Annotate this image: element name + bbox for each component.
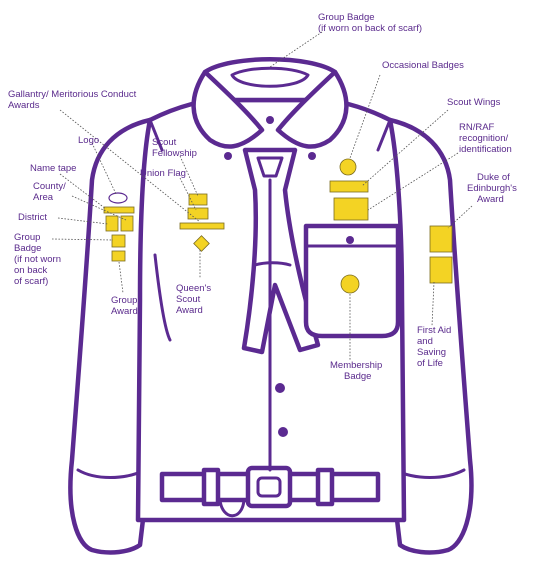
leader-duke bbox=[447, 205, 473, 229]
gallantry-ribbon bbox=[179, 222, 225, 230]
leader-first-aid bbox=[431, 281, 435, 327]
labels: Group Badge (if worn on back of scarf) O… bbox=[8, 12, 520, 382]
belt-loop-right bbox=[315, 467, 335, 507]
left-shoulder-seam bbox=[148, 118, 164, 152]
label-county-area: County/ Area bbox=[33, 181, 68, 203]
label-name-tape: Name tape bbox=[30, 163, 76, 174]
belt-toggle bbox=[218, 498, 246, 518]
label-scout-wings: Scout Wings bbox=[447, 97, 501, 108]
leader-district bbox=[57, 217, 109, 225]
membership-badge bbox=[340, 274, 360, 294]
label-queens-scout: Queen's Scout Award bbox=[176, 283, 214, 316]
queens-scout-badge bbox=[193, 235, 210, 252]
scout-wings-badge bbox=[329, 180, 369, 193]
scout-fellowship-badge bbox=[188, 193, 208, 206]
union-flag-badge bbox=[187, 207, 209, 220]
label-first-aid: First Aid and Saving of Life bbox=[417, 325, 454, 369]
label-district: District bbox=[18, 212, 47, 223]
label-group-badge-back: Group Badge (if worn on back of scarf) bbox=[318, 12, 422, 34]
belt-buckle-inner bbox=[256, 476, 282, 498]
leader-scout-fellowship bbox=[179, 155, 199, 197]
pocket-button bbox=[346, 236, 354, 244]
name-tape-badge bbox=[103, 206, 135, 214]
county-area-badge bbox=[120, 215, 134, 232]
belt-buckle bbox=[245, 465, 293, 509]
leader-group-badge-back bbox=[269, 31, 323, 68]
label-group-award: Group Award bbox=[111, 295, 140, 317]
leader-lines bbox=[51, 31, 473, 360]
leader-group-badge-front bbox=[51, 238, 114, 241]
collar-right bbox=[275, 69, 349, 149]
scarf bbox=[241, 147, 321, 355]
occasional-badge bbox=[339, 158, 357, 176]
label-membership-badge: Membership Badge bbox=[330, 360, 385, 382]
label-union-flag: Union Flag bbox=[140, 168, 186, 179]
label-group-badge-front: Group Badge (if not worn on back of scar… bbox=[14, 232, 64, 287]
rn-raf-badge bbox=[333, 197, 369, 221]
duke-of-edinburgh-badge bbox=[429, 225, 453, 253]
leader-name-tape bbox=[59, 173, 107, 210]
leader-gallantry bbox=[59, 109, 201, 223]
label-duke-of-edinburgh: Duke of Edinburgh's Award bbox=[467, 172, 520, 205]
woggle bbox=[253, 261, 292, 267]
label-scout-fellowship: Scout Fellowship bbox=[152, 137, 197, 159]
collar-left bbox=[191, 69, 265, 149]
group-badge-front bbox=[111, 234, 126, 248]
scarf-knot bbox=[256, 156, 284, 178]
leader-group-award bbox=[118, 261, 124, 294]
left-chest-seam bbox=[153, 253, 172, 342]
district-badge bbox=[105, 215, 119, 232]
first-aid-badge bbox=[429, 256, 453, 284]
badges bbox=[103, 158, 453, 294]
front-button-2 bbox=[278, 427, 288, 437]
label-occasional-badges: Occasional Badges bbox=[382, 60, 464, 71]
right-shoulder-seam bbox=[376, 118, 392, 152]
label-rn-raf: RN/RAF recognition/ identification bbox=[459, 122, 512, 155]
belt-loop-left bbox=[201, 467, 221, 507]
collar-inner bbox=[230, 66, 310, 88]
group-award-badge bbox=[111, 250, 126, 262]
label-gallantry: Gallantry/ Meritorious Conduct Awards bbox=[8, 89, 139, 111]
collar-button-left bbox=[224, 152, 232, 160]
neck-button bbox=[266, 116, 274, 124]
leader-union-flag bbox=[179, 177, 197, 211]
leader-county-area bbox=[71, 195, 127, 221]
collar-button-right bbox=[308, 152, 316, 160]
label-logo: Logo bbox=[78, 135, 99, 146]
front-button-1 bbox=[275, 383, 285, 393]
logo-badge bbox=[108, 192, 128, 204]
